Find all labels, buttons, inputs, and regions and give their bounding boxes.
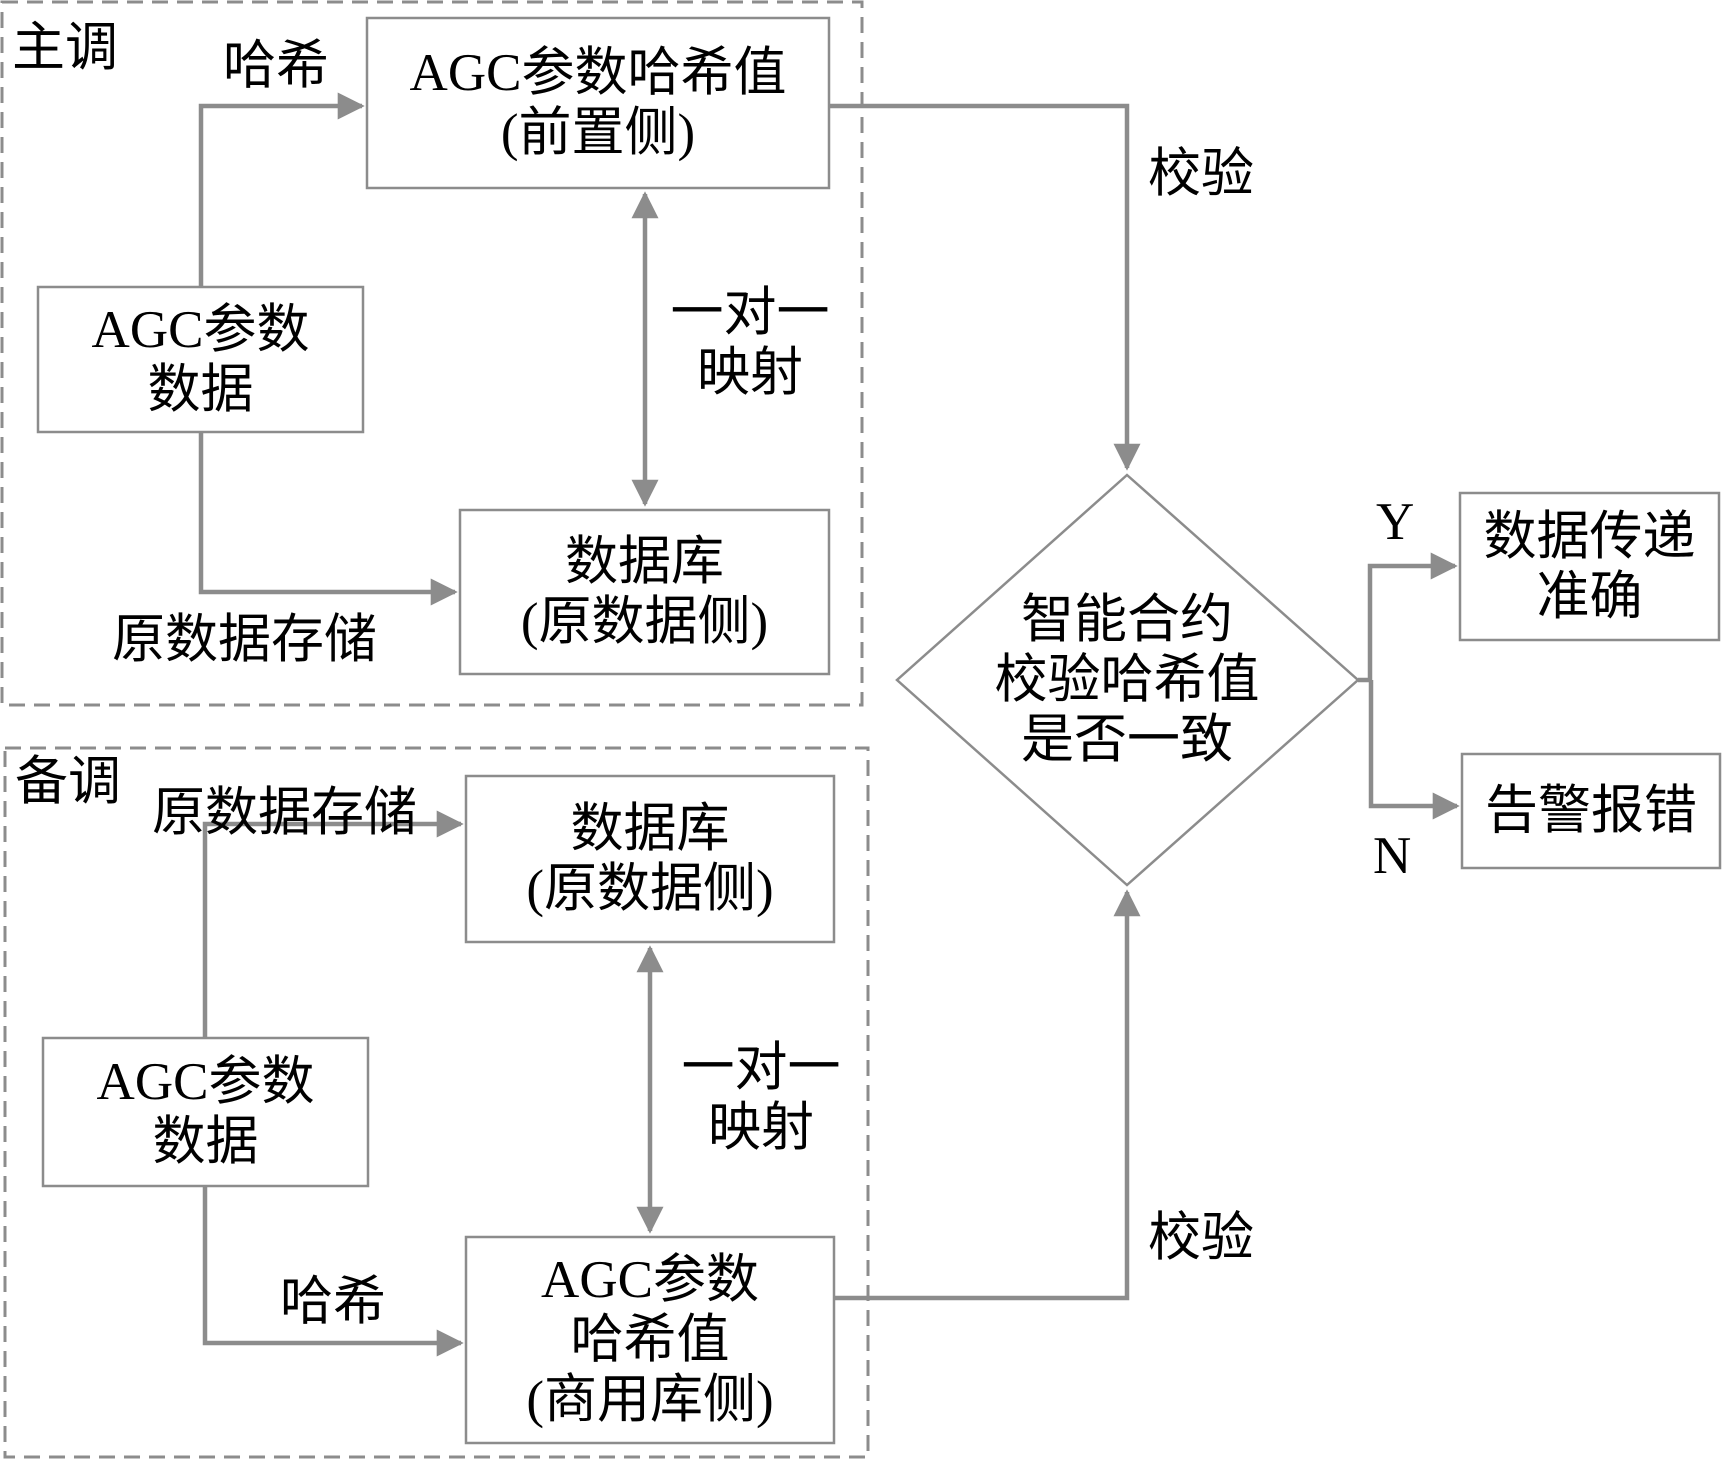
edge-backup-verify <box>834 889 1141 1301</box>
primary-group-frame <box>0 0 864 707</box>
edge-label-primary-mapping: 一对一 映射 <box>655 280 845 405</box>
backup-hash-line-3: (商用库侧) <box>526 1371 774 1429</box>
result-yes-line-2: 准确 <box>1536 567 1643 626</box>
primary-db-label: 数据库 (原数据侧) <box>460 510 829 674</box>
edge-label-yes: Y <box>1376 493 1415 551</box>
backup-hash-box <box>464 1235 836 1445</box>
primary-db-line-2: (原数据侧) <box>520 593 769 651</box>
primary-hash-line-2: (前置侧) <box>500 104 696 162</box>
result-yes-box <box>1458 491 1721 642</box>
backup-group-title: 备调 <box>15 753 121 811</box>
decision-diamond <box>895 473 1360 887</box>
backup-db-line-2: (原数据侧) <box>526 860 774 918</box>
result-no-label: 告警报错 <box>1462 754 1720 868</box>
edge-label-backup-hash: 哈希 <box>280 1273 386 1331</box>
edge-primary-data-to-db <box>198 432 458 606</box>
primary-data-line-1: AGC参数 <box>91 300 310 359</box>
backup-mapping-line-1: 一对一 <box>681 1038 841 1097</box>
result-yes-label: 数据传递 准确 <box>1460 493 1719 640</box>
backup-data-line-1: AGC参数 <box>96 1053 315 1111</box>
edge-no <box>1368 680 1460 820</box>
result-no-line-1: 告警报错 <box>1485 782 1697 840</box>
edge-label-no: N <box>1373 827 1412 885</box>
backup-hash-line-2: 哈希值 <box>570 1311 730 1369</box>
edge-label-primary-store: 原数据存储 <box>112 611 377 669</box>
edge-label-primary-verify: 校验 <box>1148 145 1254 203</box>
edge-backup-data-to-hash <box>202 1186 464 1357</box>
primary-hash-line-1: AGC参数哈希值 <box>409 44 787 102</box>
primary-mapping-line-1: 一对一 <box>670 283 830 342</box>
primary-mapping-line-2: 映射 <box>697 343 803 402</box>
backup-db-box <box>464 774 836 944</box>
edge-label-primary-hash: 哈希 <box>223 37 329 95</box>
primary-data-line-2: 数据 <box>147 360 254 419</box>
result-no-box <box>1460 752 1722 870</box>
backup-db-label: 数据库 (原数据侧) <box>466 776 834 942</box>
edge-label-backup-verify: 校验 <box>1148 1209 1254 1267</box>
edge-yes <box>1367 552 1458 680</box>
edge-label-backup-mapping: 一对一 映射 <box>666 1035 856 1160</box>
backup-hash-label: AGC参数 哈希值 (商用库侧) <box>466 1237 834 1443</box>
result-yes-line-1: 数据传递 <box>1483 507 1696 566</box>
backup-group-frame <box>3 746 870 1459</box>
primary-group-title: 主调 <box>12 19 118 77</box>
backup-mapping-line-2: 映射 <box>708 1098 814 1157</box>
decision-line-1: 智能合约 <box>1021 591 1233 649</box>
backup-db-line-1: 数据库 <box>570 800 730 858</box>
backup-hash-line-1: AGC参数 <box>541 1251 759 1309</box>
edge-label-backup-store: 原数据存储 <box>152 784 417 842</box>
backup-data-line-2: 数据 <box>152 1113 259 1171</box>
primary-hash-box <box>365 16 831 190</box>
primary-data-label: AGC参数 数据 <box>38 287 363 432</box>
decision-line-2: 校验哈希值 <box>994 651 1260 709</box>
primary-hash-label: AGC参数哈希值 (前置侧) <box>367 18 829 188</box>
primary-db-line-1: 数据库 <box>565 533 724 591</box>
backup-data-label: AGC参数 数据 <box>43 1038 368 1186</box>
decision-label: 智能合约 校验哈希值 是否一致 <box>927 560 1327 800</box>
edge-primary-data-to-hash <box>198 92 365 287</box>
decision-line-3: 是否一致 <box>1021 711 1233 769</box>
primary-db-box <box>458 508 831 676</box>
edge-backup-data-to-db <box>202 810 464 1038</box>
edge-primary-verify <box>829 103 1141 471</box>
